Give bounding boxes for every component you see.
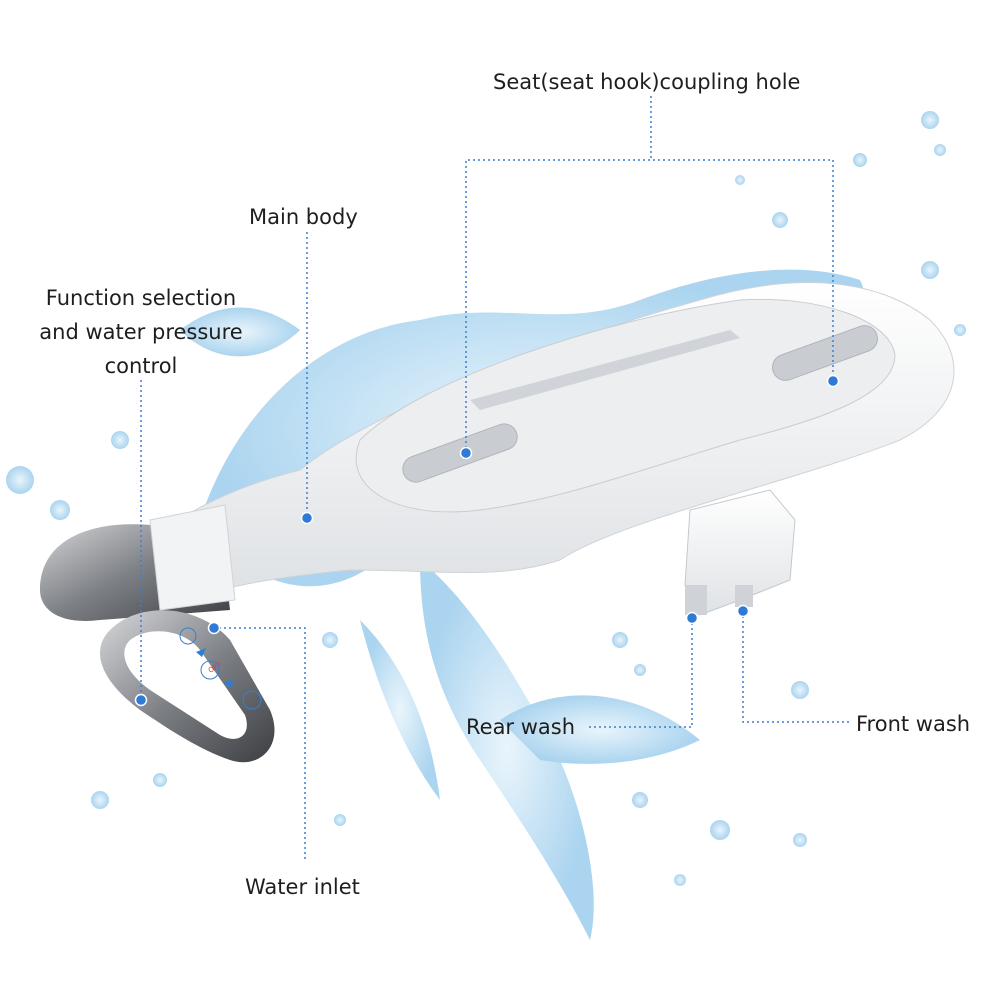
label-function-line-3: control xyxy=(104,354,178,378)
label-function-line-1: Function selection xyxy=(45,286,237,310)
label-water-inlet: Water inlet xyxy=(245,875,360,899)
leader-dots xyxy=(134,374,840,707)
label-seat-coupling-hole: Seat(seat hook)coupling hole xyxy=(493,70,801,94)
arrow-down-icon[interactable] xyxy=(224,679,234,688)
spray-icon[interactable] xyxy=(179,627,197,645)
label-function-line-2: and water pressure xyxy=(39,320,243,344)
label-front-wash: Front wash xyxy=(856,712,971,736)
nozzle-housing xyxy=(684,489,796,616)
control-lever[interactable]: OFF xyxy=(40,504,275,763)
off-button-icon[interactable] xyxy=(200,660,220,680)
label-main-body: Main body xyxy=(249,205,358,229)
label-rear-wash: Rear wash xyxy=(466,715,576,739)
face-icon[interactable] xyxy=(242,690,262,710)
leader-lines xyxy=(140,96,850,862)
arrow-down-icon[interactable] xyxy=(196,648,206,657)
